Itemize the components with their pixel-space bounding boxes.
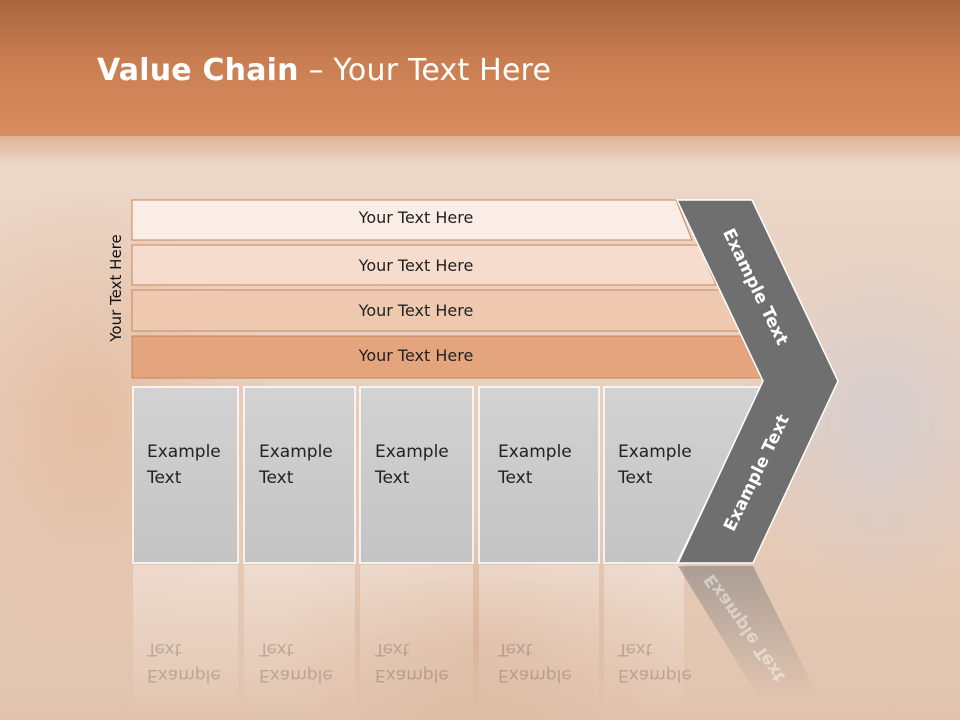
box-label-line1: Example [375,442,449,462]
box-label-line2: Text [498,468,533,488]
title-rest: – Your Text Here [298,53,552,88]
row-label: Your Text Here [358,256,474,275]
box-label-reflection: Example Text [259,636,333,688]
reflection-line1: Example [375,665,449,685]
reflection-line2: Text [259,639,294,659]
box-label-reflection: Example Text [375,636,449,688]
chevron-arrow [675,199,839,564]
process-box [132,386,239,564]
row-label: Your Text Here [358,346,474,365]
box-label-line2: Text [147,468,182,488]
process-box [359,386,474,564]
reflection-line2: Text [147,639,182,659]
box-label-line1: Example [498,442,572,462]
box-label-line2: Text [259,468,294,488]
reflection-line1: Example [259,665,333,685]
reflection-line1: Example [618,665,692,685]
box-reflection [133,565,238,715]
box-label-line2: Text [375,468,410,488]
box-label-line1: Example [618,442,692,462]
box-label-line1: Example [259,442,333,462]
reflection-line2: Text [498,639,533,659]
box-reflection [604,565,684,715]
box-label-reflection: Example Text [498,636,572,688]
row-band [131,244,717,286]
box-label-reflection: Example Text [618,636,692,688]
row-label: Your Text Here [358,208,474,227]
reflection-line2: Text [375,639,410,659]
process-box [243,386,356,564]
process-box [478,386,600,564]
reflection-line2: Text [618,639,653,659]
box-reflection [360,565,473,715]
box-label-line1: Example [147,442,221,462]
box-label-line2: Text [618,468,653,488]
reflection-line1: Example [498,665,572,685]
reflection-line1: Example [147,665,221,685]
row-band [131,199,693,241]
box-label-reflection: Example Text [147,636,221,688]
chevron-reflection [678,566,820,700]
page-title: Value Chain – Your Text Here [97,53,551,88]
box-reflection [479,565,599,715]
title-bold: Value Chain [97,53,299,88]
title-bar-fade [0,136,960,166]
row-label: Your Text Here [358,301,474,320]
title-bar [0,0,960,136]
box-reflection [244,565,355,715]
